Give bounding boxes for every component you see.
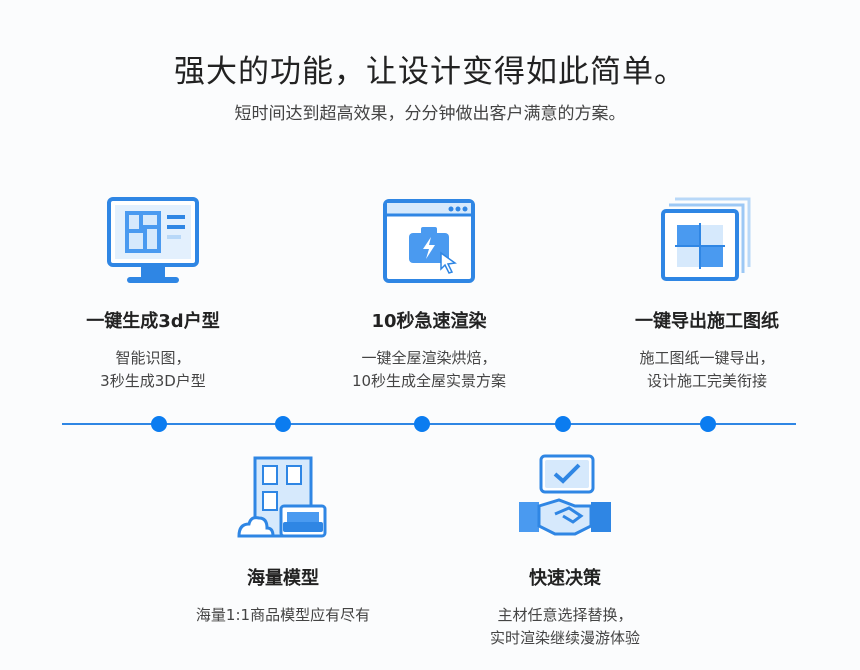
monitor-floorplan-icon xyxy=(107,197,199,283)
feature-title: 海量模型 xyxy=(247,568,319,589)
blueprint-export-icon xyxy=(661,197,751,281)
timeline-dot xyxy=(275,416,291,432)
feature-title: 一键生成3d户型 xyxy=(86,311,220,332)
feature-title: 一键导出施工图纸 xyxy=(635,311,779,332)
feature-desc: 主材任意选择替换， 实时渲染继续漫游体验 xyxy=(489,606,640,647)
page-subtitle: 短时间达到超高效果，分分钟做出客户满意的方案。 xyxy=(234,104,626,124)
browser-camera-icon xyxy=(383,199,475,283)
feature-export-blueprint: 一键导出施工图纸 施工图纸一键导出， 设计施工完美衔接 xyxy=(587,193,827,393)
timeline-dot xyxy=(151,416,167,432)
timeline-dot xyxy=(414,416,430,432)
feature-title: 10秒急速渲染 xyxy=(371,311,487,332)
building-sofa-icon xyxy=(237,456,327,538)
feature-title: 快速决策 xyxy=(529,568,601,589)
feature-quick-decision: 快速决策 主材任意选择替换， 实时渲染继续漫游体验 xyxy=(445,450,685,650)
feature-3d-floorplan: 一键生成3d户型 智能识图， 3秒生成3D户型 xyxy=(33,193,273,393)
feature-desc: 施工图纸一键导出， 设计施工完美衔接 xyxy=(639,349,775,390)
feature-desc: 一键全屋渲染烘焙， 10秒生成全屋实景方案 xyxy=(351,349,507,390)
page-title: 强大的功能，让设计变得如此简单。 xyxy=(174,54,686,90)
handshake-check-icon xyxy=(519,454,611,536)
feature-fast-render: 10秒急速渲染 一键全屋渲染烘焙， 10秒生成全屋实景方案 xyxy=(309,193,549,393)
timeline-dot xyxy=(700,416,716,432)
feature-desc: 智能识图， 3秒生成3D户型 xyxy=(100,349,206,390)
timeline-dot xyxy=(555,416,571,432)
feature-desc: 海量1:1商品模型应有尽有 xyxy=(195,606,371,624)
feature-massive-models: 海量模型 海量1:1商品模型应有尽有 xyxy=(163,450,403,627)
